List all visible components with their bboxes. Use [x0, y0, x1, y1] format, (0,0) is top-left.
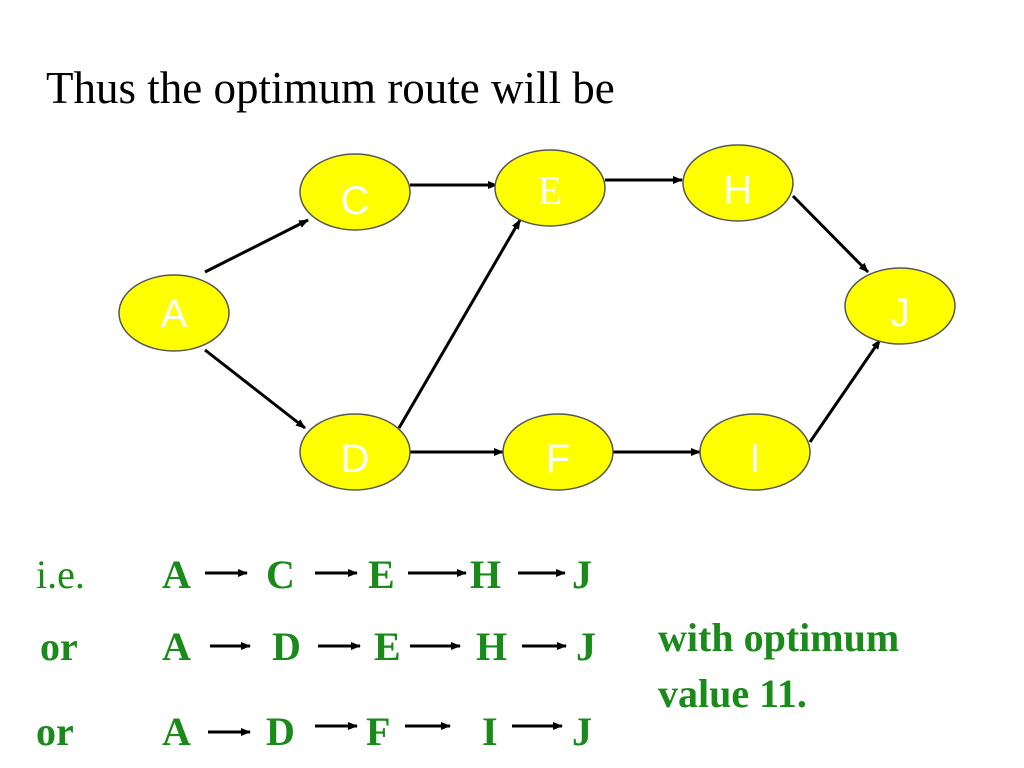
optimum-note-line-2: value 11.	[658, 671, 807, 716]
route-2-step-2: D	[272, 624, 301, 669]
route-prefix: i.e.	[36, 552, 85, 597]
node-d: D	[299, 413, 411, 491]
node-j: J	[844, 267, 956, 345]
optimum-note-line-1: with optimum	[658, 615, 900, 660]
route-prefix: or	[40, 624, 78, 669]
route-3-step-5: J	[572, 709, 592, 754]
route-2-step-1: A	[162, 624, 191, 669]
node-f-label: F	[546, 437, 570, 481]
route-3-step-1: A	[162, 709, 191, 754]
node-a: A	[118, 274, 230, 352]
optimum-value-note: with optimum value 11.	[658, 610, 899, 722]
route-3-step-3: F	[366, 709, 391, 754]
node-f: F	[502, 413, 614, 491]
route-1-step-1: A	[162, 552, 191, 597]
node-c-label: C	[341, 179, 370, 223]
node-h-label: H	[724, 168, 753, 212]
route-2-step-5: J	[576, 624, 596, 669]
node-d-label: D	[341, 437, 370, 481]
node-e: E	[494, 149, 606, 227]
route-2-step-4: H	[476, 624, 508, 669]
page-title: Thus the optimum route will be	[46, 63, 615, 113]
node-a-label: A	[161, 292, 188, 336]
route-1-step-4: H	[470, 552, 502, 597]
route-3-step-2: D	[266, 709, 295, 754]
route-1-step-3: E	[368, 552, 395, 597]
edge-a-c	[204, 218, 309, 274]
route-prefix: or	[36, 709, 74, 754]
node-i: I	[699, 413, 811, 491]
edge-i-j	[808, 339, 882, 443]
node-c: C	[299, 153, 411, 231]
route-1-step-2: C	[266, 552, 295, 597]
edge-h-j	[791, 194, 870, 274]
route-2-step-3: E	[374, 624, 401, 669]
route-3-step-4: I	[482, 709, 498, 754]
node-i-label: I	[749, 437, 760, 481]
node-h: H	[682, 144, 794, 222]
edge-d-e	[397, 219, 522, 429]
route-1-step-5: J	[572, 552, 592, 597]
node-j-label: J	[890, 291, 910, 335]
edge-a-d	[204, 348, 306, 430]
node-e-label: E	[538, 168, 562, 213]
